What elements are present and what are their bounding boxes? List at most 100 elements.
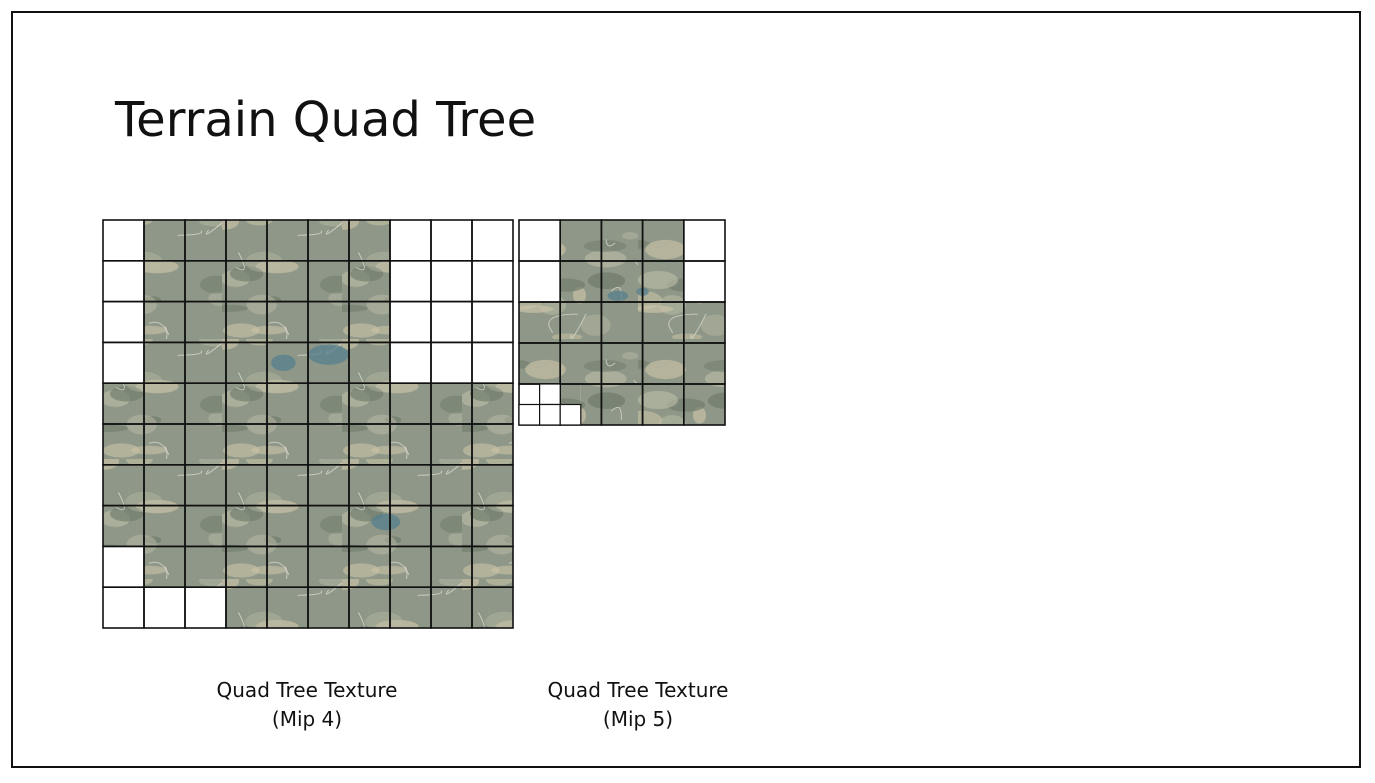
terrain-tile bbox=[643, 384, 684, 425]
empty-tile bbox=[431, 342, 472, 383]
terrain-tile bbox=[144, 220, 185, 261]
terrain-tile bbox=[472, 587, 513, 628]
empty-tile bbox=[144, 587, 185, 628]
empty-tile bbox=[103, 302, 144, 343]
terrain-tile bbox=[144, 546, 185, 587]
terrain-tile bbox=[185, 220, 226, 261]
terrain-tile bbox=[643, 220, 684, 261]
terrain-tile bbox=[103, 465, 144, 506]
terrain-tile bbox=[431, 383, 472, 424]
terrain-tile bbox=[431, 546, 472, 587]
terrain-tile bbox=[226, 261, 267, 302]
empty-tile bbox=[684, 220, 725, 261]
terrain-tile bbox=[643, 343, 684, 384]
terrain-tile bbox=[431, 465, 472, 506]
terrain-tile bbox=[185, 424, 226, 465]
terrain-tile bbox=[308, 220, 349, 261]
caption-mip5-line1: Quad Tree Texture bbox=[518, 676, 758, 705]
terrain-tile bbox=[560, 261, 601, 302]
terrain-tile bbox=[185, 302, 226, 343]
terrain-tile bbox=[390, 587, 431, 628]
terrain-tile bbox=[226, 302, 267, 343]
terrain-tile bbox=[349, 424, 390, 465]
empty-tile bbox=[390, 342, 431, 383]
empty-subtile bbox=[519, 405, 540, 426]
terrain-tile bbox=[308, 424, 349, 465]
empty-tile bbox=[103, 546, 144, 587]
empty-tile bbox=[431, 302, 472, 343]
terrain-tile bbox=[519, 302, 560, 343]
terrain-tile bbox=[431, 587, 472, 628]
empty-tile bbox=[472, 261, 513, 302]
terrain-tile bbox=[226, 506, 267, 547]
terrain-tile bbox=[267, 383, 308, 424]
terrain-subtile bbox=[581, 384, 602, 405]
terrain-tile bbox=[349, 546, 390, 587]
terrain-tile bbox=[185, 342, 226, 383]
terrain-tile bbox=[390, 465, 431, 506]
water-feature bbox=[608, 291, 629, 301]
terrain-tile bbox=[144, 302, 185, 343]
terrain-tile bbox=[185, 261, 226, 302]
terrain-tile bbox=[684, 302, 725, 343]
terrain-tile bbox=[308, 383, 349, 424]
quad-tree-grid-mip5 bbox=[518, 219, 726, 426]
terrain-tile bbox=[349, 261, 390, 302]
terrain-subtile bbox=[581, 405, 602, 426]
terrain-tile bbox=[349, 302, 390, 343]
empty-subtile bbox=[540, 405, 561, 426]
terrain-tile bbox=[349, 587, 390, 628]
empty-tile bbox=[390, 220, 431, 261]
terrain-tile bbox=[267, 261, 308, 302]
terrain-tile bbox=[308, 261, 349, 302]
water-feature bbox=[372, 514, 401, 530]
terrain-tile bbox=[226, 465, 267, 506]
empty-subtile bbox=[560, 405, 581, 426]
empty-subtile bbox=[540, 384, 561, 405]
terrain-tile bbox=[643, 261, 684, 302]
water-feature bbox=[271, 355, 296, 371]
terrain-tile bbox=[144, 261, 185, 302]
terrain-tile bbox=[144, 424, 185, 465]
empty-tile bbox=[390, 261, 431, 302]
empty-tile bbox=[684, 261, 725, 302]
terrain-tile bbox=[472, 383, 513, 424]
terrain-tile bbox=[267, 506, 308, 547]
terrain-tile bbox=[185, 546, 226, 587]
terrain-subtile bbox=[560, 384, 581, 405]
terrain-tile bbox=[308, 587, 349, 628]
slide-title: Terrain Quad Tree bbox=[115, 92, 536, 150]
terrain-tile bbox=[519, 343, 560, 384]
terrain-tile bbox=[226, 342, 267, 383]
terrain-tile bbox=[472, 424, 513, 465]
terrain-tile bbox=[684, 384, 725, 425]
terrain-tile bbox=[185, 506, 226, 547]
terrain-tile bbox=[349, 342, 390, 383]
empty-tile bbox=[431, 261, 472, 302]
empty-tile bbox=[431, 220, 472, 261]
terrain-tile bbox=[684, 343, 725, 384]
terrain-tile bbox=[144, 383, 185, 424]
terrain-tile bbox=[267, 546, 308, 587]
caption-mip4-line2: (Mip 4) bbox=[187, 705, 427, 734]
terrain-tile bbox=[390, 546, 431, 587]
empty-tile bbox=[472, 220, 513, 261]
caption-mip4: Quad Tree Texture (Mip 4) bbox=[187, 676, 427, 734]
terrain-tile bbox=[308, 302, 349, 343]
empty-tile bbox=[185, 587, 226, 628]
terrain-tile bbox=[103, 506, 144, 547]
empty-tile bbox=[103, 220, 144, 261]
terrain-tile bbox=[226, 587, 267, 628]
terrain-tile bbox=[144, 342, 185, 383]
caption-mip5: Quad Tree Texture (Mip 5) bbox=[518, 676, 758, 734]
terrain-tile bbox=[431, 424, 472, 465]
terrain-tile bbox=[349, 220, 390, 261]
terrain-tile bbox=[103, 383, 144, 424]
empty-tile bbox=[472, 302, 513, 343]
terrain-tile bbox=[560, 343, 601, 384]
empty-tile bbox=[103, 342, 144, 383]
terrain-tile bbox=[308, 546, 349, 587]
terrain-tile bbox=[601, 220, 642, 261]
terrain-tile bbox=[390, 424, 431, 465]
empty-tile bbox=[519, 261, 560, 302]
